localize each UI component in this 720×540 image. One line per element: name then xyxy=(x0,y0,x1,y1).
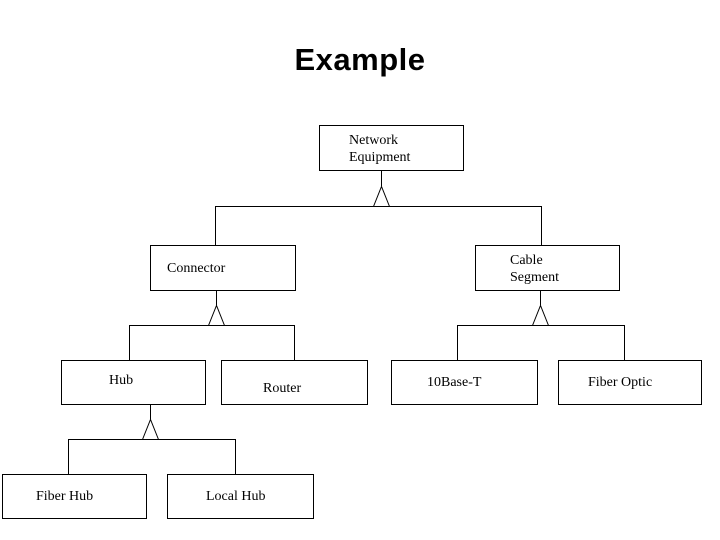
node-label-local-hub: Local Hub xyxy=(206,489,266,504)
node-cable-segment[interactable]: Cable Segment xyxy=(475,245,620,291)
node-router[interactable]: Router xyxy=(221,360,368,405)
node-fiber-optic[interactable]: Fiber Optic xyxy=(558,360,702,405)
node-label-cable-segment: Cable Segment xyxy=(510,253,559,285)
node-label-connector: Connector xyxy=(167,261,226,276)
node-local-hub[interactable]: Local Hub xyxy=(167,474,314,519)
node-label-fiber-optic: Fiber Optic xyxy=(588,375,653,390)
node-label-hub: Hub xyxy=(109,373,134,388)
generalization-arrow-connector xyxy=(208,304,225,326)
node-network-equipment[interactable]: Network Equipment xyxy=(319,125,464,171)
node-label-fiber-hub: Fiber Hub xyxy=(36,489,94,504)
connector-network-equipment xyxy=(215,171,542,245)
node-hub[interactable]: Hub xyxy=(61,360,206,405)
generalization-arrow-network-equipment xyxy=(373,185,390,207)
node-label-network-equipment: Network Equipment xyxy=(349,133,411,165)
connector-hub xyxy=(68,405,236,474)
generalization-arrow-hub xyxy=(142,418,159,440)
node-fiber-hub[interactable]: Fiber Hub xyxy=(2,474,147,519)
connector-connector xyxy=(129,291,295,360)
connector-cable-segment xyxy=(457,291,625,360)
node-connector[interactable]: Connector xyxy=(150,245,296,291)
page-title: Example xyxy=(294,42,426,77)
generalization-arrow-cable-segment xyxy=(532,304,549,326)
node-label-10base-t: 10Base-T xyxy=(427,375,482,390)
node-10base-t[interactable]: 10Base-T xyxy=(391,360,538,405)
node-label-router: Router xyxy=(263,381,302,396)
